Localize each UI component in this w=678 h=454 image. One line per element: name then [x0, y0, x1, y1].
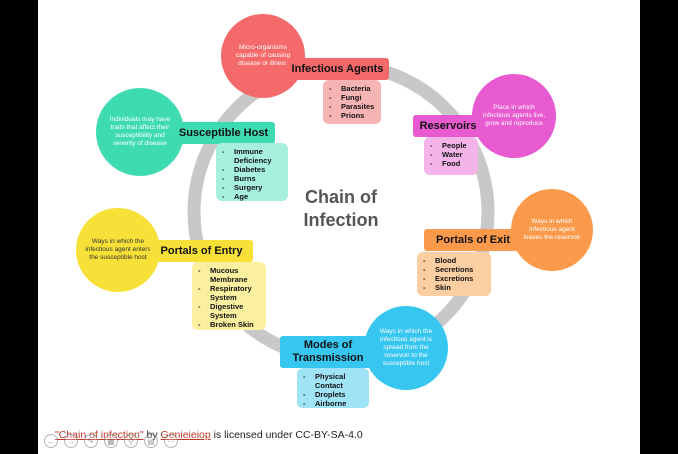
center-title-line1: Chain of: [305, 187, 377, 207]
list-item: Excretions: [423, 274, 487, 283]
forward-icon[interactable]: →: [64, 434, 78, 448]
list-item: Bacteria: [329, 84, 377, 93]
susceptible-host-list: Immune Deficiency Diabetes Burns Surgery…: [216, 143, 288, 201]
list-item: Blood: [423, 256, 487, 265]
list-item: People: [430, 141, 474, 150]
modes-of-transmission-label-line1: Modes of: [303, 339, 353, 351]
modes-of-transmission-description: Ways in which the infectious agent is sp…: [379, 327, 433, 368]
reservoirs-circle: Place in which infectious agents live, g…: [472, 74, 556, 158]
grid-icon[interactable]: ▦: [104, 434, 118, 448]
portals-of-exit-description: Ways in which infectious agent leaves th…: [523, 217, 581, 242]
infectious-agents-label: Infectious Agents: [286, 58, 389, 80]
list-item: Parasites: [329, 102, 377, 111]
presentation-slide: Chain of Infection Micro-organisms capab…: [38, 0, 640, 454]
list-item: Broken Skin: [198, 320, 262, 329]
list-item: Fungi: [329, 93, 377, 102]
list-item: Diabetes: [222, 165, 284, 174]
portals-of-entry-circle: Ways in which the infectious agent enter…: [76, 208, 160, 292]
more-icon[interactable]: ⋯: [164, 434, 178, 448]
list-item: Skin: [423, 283, 487, 292]
presenter-toolbar: ← → ✎ ▦ ⚲ ▤ ⋯: [44, 434, 178, 448]
reservoirs-description: Place in which infectious agents live, g…: [482, 103, 546, 128]
list-item: Airborne: [303, 399, 365, 408]
susceptible-host-description: Individuals may have traits that affect …: [109, 115, 171, 148]
list-item: Prions: [329, 111, 377, 120]
list-item: Mucous Membrane: [198, 266, 250, 284]
pen-icon[interactable]: ✎: [84, 434, 98, 448]
modes-of-transmission-list: Physical Contact Droplets Airborne: [297, 368, 369, 408]
susceptible-host-circle: Individuals may have traits that affect …: [96, 88, 184, 176]
list-item: Physical Contact: [303, 372, 353, 390]
list-item: Droplets: [303, 390, 365, 399]
infectious-agents-circle: Micro-organisms capable of causing disea…: [221, 14, 305, 98]
modes-of-transmission-label-line2: Transmission: [292, 352, 364, 364]
list-item: Surgery: [222, 183, 284, 192]
list-item: Water: [430, 150, 474, 159]
susceptible-host-label: Susceptible Host: [172, 122, 275, 144]
search-icon[interactable]: ⚲: [124, 434, 138, 448]
list-item: Age: [222, 192, 284, 201]
portals-of-entry-label: Portals of Entry: [150, 240, 253, 262]
list-item: Food: [430, 159, 474, 168]
license-text: is licensed under CC-BY-SA-4.0: [210, 429, 363, 441]
infectious-agents-list: Bacteria Fungi Parasites Prions: [323, 80, 381, 124]
modes-of-transmission-circle: Ways in which the infectious agent is sp…: [364, 306, 448, 390]
list-item: Immune Deficiency: [222, 147, 274, 165]
portals-of-exit-list: Blood Secretions Excretions Skin: [417, 252, 491, 296]
portals-of-entry-list: Mucous Membrane Respiratory System Diges…: [192, 262, 266, 330]
portals-of-exit-circle: Ways in which infectious agent leaves th…: [511, 189, 593, 271]
back-icon[interactable]: ←: [44, 434, 58, 448]
center-title: Chain of Infection: [288, 186, 394, 232]
portals-of-entry-description: Ways in which the infectious agent enter…: [85, 237, 151, 262]
list-item: Digestive System: [198, 302, 250, 320]
list-item: Secretions: [423, 265, 487, 274]
infectious-agents-description: Micro-organisms capable of causing disea…: [235, 43, 291, 68]
reservoirs-list: People Water Food: [424, 137, 478, 175]
portals-of-exit-label: Portals of Exit: [424, 229, 522, 251]
list-item: Burns: [222, 174, 284, 183]
center-title-line2: Infection: [303, 210, 379, 230]
subtitle-icon[interactable]: ▤: [144, 434, 158, 448]
reservoirs-label: Reservoirs: [413, 115, 483, 137]
list-item: Respiratory System: [198, 284, 256, 302]
modes-of-transmission-label: Modes of Transmission: [280, 336, 376, 368]
